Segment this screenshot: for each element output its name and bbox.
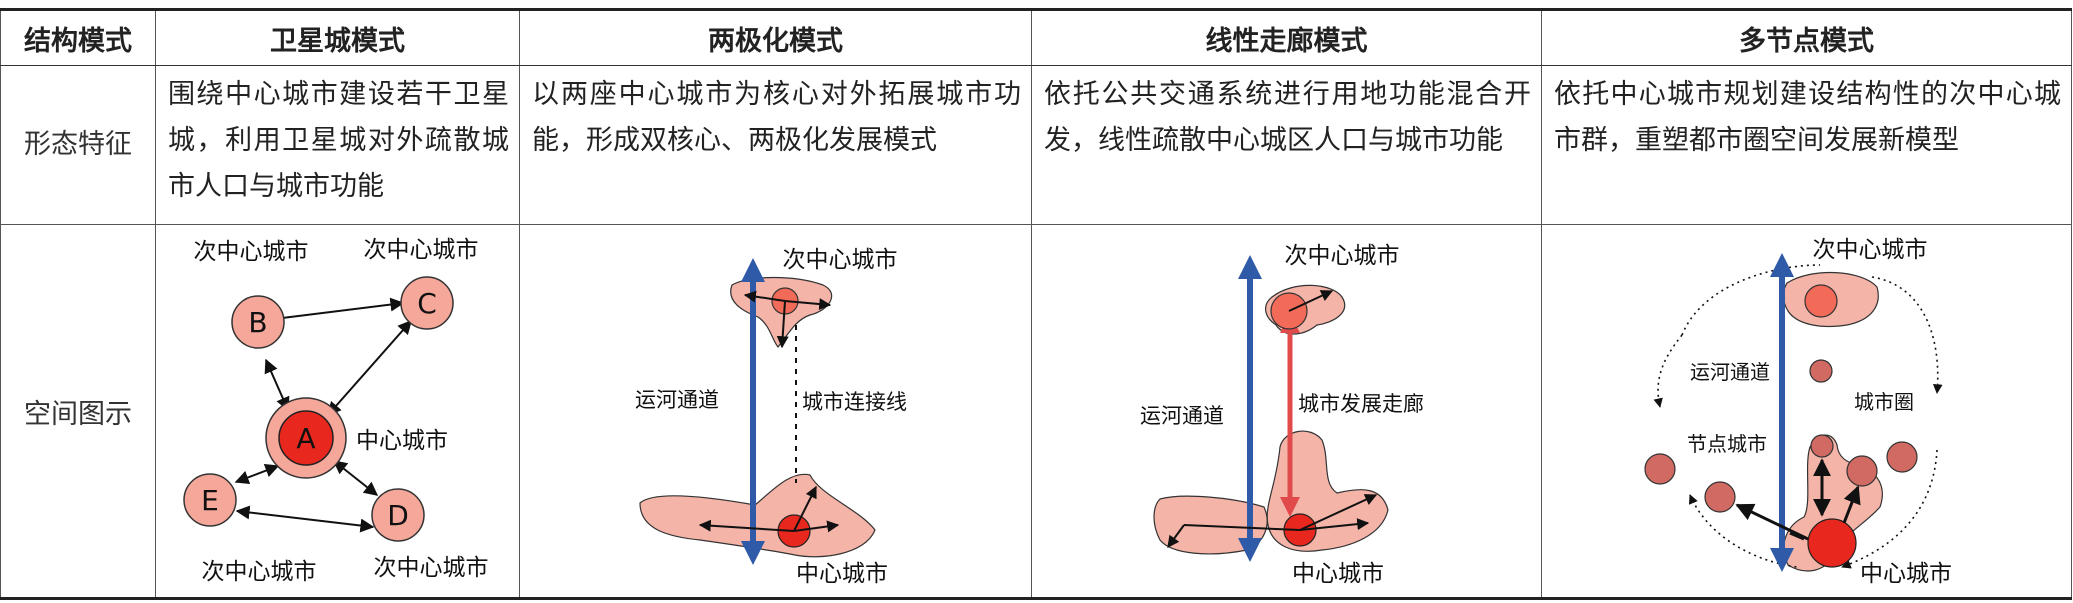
label-corridor: 城市发展走廊	[1298, 392, 1424, 416]
header-linear-corridor-mode: 线性走廊模式	[1031, 8, 1542, 66]
linear-diagram: 次中心城市 运河通道 城市发展走廊 中心城市	[1140, 243, 1424, 587]
node-d-circle	[371, 488, 425, 542]
label-center: 中心城市	[1860, 561, 1952, 587]
row-label-diagram: 空间图示	[0, 224, 156, 600]
label-center: 中心城市	[1292, 561, 1384, 587]
desc-multinode: 依托中心城市规划建设结构性的次中心城市群，重塑都市圈空间发展新模型	[1554, 79, 2061, 156]
south-arrow-e	[1299, 518, 1370, 531]
link-c-a	[327, 319, 412, 417]
node-e-circle	[183, 473, 237, 527]
north-arrow-w	[743, 290, 786, 303]
mid-node-upper	[1809, 359, 1833, 383]
node-b-letter: B	[248, 306, 267, 339]
south-arrow-ne	[1299, 494, 1378, 531]
link-a-e	[234, 463, 280, 485]
node-e-letter: E	[201, 484, 219, 517]
label-subcenter-d: 次中心城市	[374, 555, 489, 581]
header-structure-mode: 结构模式	[0, 8, 156, 66]
link-center-west	[1735, 503, 1809, 541]
link-center-east	[1842, 485, 1861, 524]
label-subcenter-e: 次中心城市	[202, 559, 317, 585]
label-canal: 运河通道	[635, 388, 719, 412]
north-node	[1804, 284, 1838, 318]
label-ring: 城市圈	[1854, 390, 1914, 414]
desc-bipolar: 以两座中心城市为核心对外拓展城市功能，形成双核心、两极化发展模式	[532, 79, 1021, 156]
west-inner-node	[1704, 481, 1736, 513]
south-arrow-e	[793, 520, 840, 533]
label-canal: 运河通道	[1140, 404, 1224, 428]
label-subcenter: 次中心城市	[783, 247, 898, 273]
north-arrow-s	[776, 300, 789, 349]
mid-node-lower	[1810, 434, 1834, 458]
header-bipolar-mode: 两极化模式	[519, 8, 1032, 66]
node-a-inner	[278, 410, 334, 466]
label-canal: 运河通道	[1690, 360, 1770, 384]
south-center-node	[1807, 518, 1857, 568]
desc-cell-multinode: 依托中心城市规划建设结构性的次中心城市群，重塑都市圈空间发展新模型	[1541, 65, 2072, 225]
ring-arc-e	[1871, 276, 1943, 394]
diagram-cell-bipolar: 次中心城市 运河通道 城市连接线 中心城市	[519, 224, 1032, 600]
desc-satellite: 围绕中心城市建设若干卫星城，利用卫星城对外疏散城市人口与城市功能	[168, 79, 509, 202]
label-node-city: 节点城市	[1687, 432, 1767, 456]
label-city-link: 城市连接线	[802, 390, 907, 414]
description-row: 形态特征 围绕中心城市建设若干卫星城，利用卫星城对外疏散城市人口与城市功能 以两…	[0, 65, 2072, 225]
node-c-circle	[400, 276, 454, 330]
header-row: 结构模式 卫星城模式 两极化模式 线性走廊模式 多节点模式	[0, 8, 2072, 66]
north-arrow-e	[784, 298, 832, 311]
diagram-row: 空间图示 B C A	[0, 224, 2072, 600]
north-arrow	[1288, 290, 1334, 312]
structure-mode-table: 结构模式 卫星城模式 两极化模式 线性走廊模式 多节点模式 形态特征 围绕中心城…	[0, 8, 2072, 600]
ring-arc-nw	[1681, 264, 1821, 336]
south-arrow-w	[698, 519, 795, 532]
desc-linear: 依托公共交通系统进行用地功能混合开发，线性疏散中心城区人口与城市功能	[1044, 79, 1531, 156]
south-arrow-w	[1167, 524, 1185, 548]
node-c-letter: C	[417, 287, 437, 320]
link-b-a	[264, 358, 290, 412]
desc-cell-bipolar: 以两座中心城市为核心对外拓展城市功能，形成双核心、两极化发展模式	[519, 65, 1032, 225]
label-center-a: 中心城市	[356, 428, 448, 454]
label-subcenter: 次中心城市	[1285, 243, 1400, 269]
east-outer-node	[1886, 441, 1918, 473]
node-b-circle	[231, 295, 285, 349]
link-e-d	[235, 505, 375, 533]
desc-cell-satellite: 围绕中心城市建设若干卫星城，利用卫星城对外疏散城市人口与城市功能	[155, 65, 520, 225]
diagram-cell-multinode: 次中心城市 运河通道 城市圈 节点城市 中心城市	[1541, 224, 2072, 600]
node-d-letter: D	[387, 499, 409, 532]
header-satellite-mode: 卫星城模式	[155, 8, 520, 66]
node-a-letter: A	[296, 422, 315, 455]
desc-cell-linear: 依托公共交通系统进行用地功能混合开发，线性疏散中心城区人口与城市功能	[1031, 65, 1542, 225]
diagram-cell-satellite: B C A E D 次中心城市 次中心城市 中心城市 次中心城市 次中心城市	[155, 224, 520, 600]
link-a-d	[332, 460, 379, 496]
south-line-w	[1183, 524, 1301, 531]
multinode-diagram: 次中心城市 运河通道 城市圈 节点城市 中心城市	[1644, 237, 1952, 587]
label-center: 中心城市	[796, 561, 888, 587]
link-center-west-stub	[1789, 531, 1805, 541]
south-arrow-n	[793, 485, 817, 532]
east-inner-node	[1846, 455, 1878, 487]
label-subcenter-c: 次中心城市	[364, 237, 479, 263]
south-blob	[639, 473, 876, 558]
ring-arc-w	[1653, 334, 1683, 408]
satellite-diagram: B C A E D 次中心城市 次中心城市 中心城市 次中心城市 次中心城市	[183, 237, 489, 585]
ring-arc-se	[1841, 449, 1938, 569]
row-label-features: 形态特征	[0, 65, 156, 225]
west-outer-node	[1644, 453, 1676, 485]
header-multinode-mode: 多节点模式	[1541, 8, 2072, 66]
label-subcenter: 次中心城市	[1813, 237, 1928, 263]
bipolar-diagram: 次中心城市 运河通道 城市连接线 中心城市	[635, 247, 907, 587]
diagram-cell-linear: 次中心城市 运河通道 城市发展走廊 中心城市	[1031, 224, 1542, 600]
label-subcenter-b: 次中心城市	[194, 239, 309, 265]
